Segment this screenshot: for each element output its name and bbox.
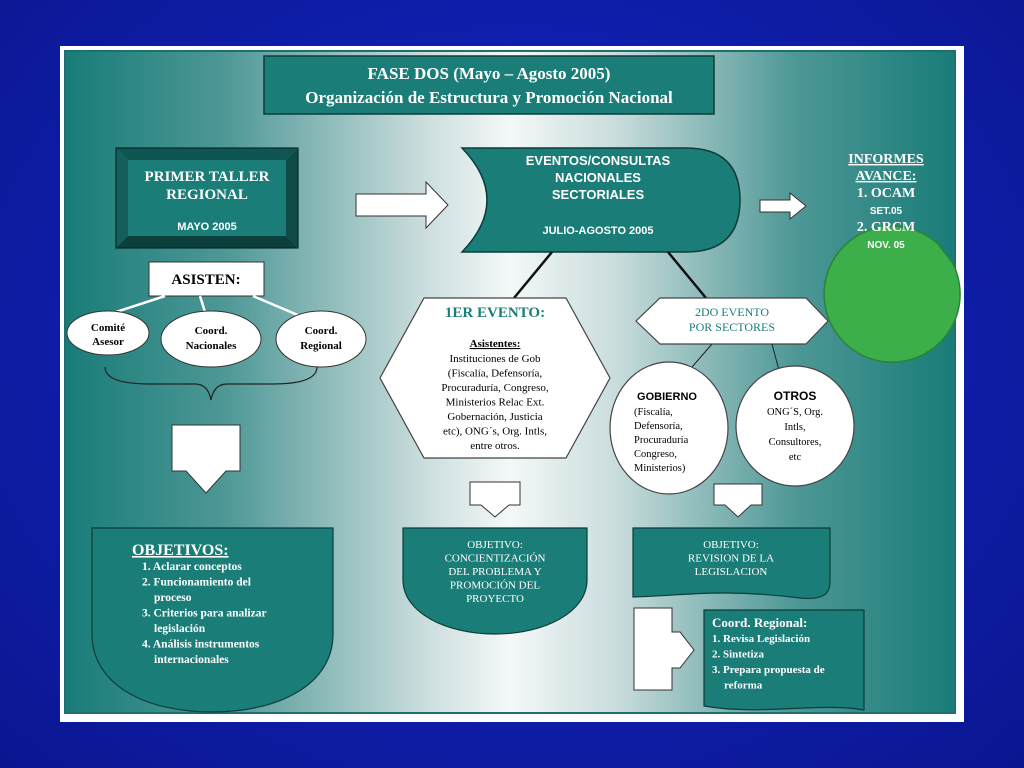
otros-circle: OTROS ONG´S, Org. Intls, Consultores, etc — [735, 365, 855, 487]
objetivo2-line: OBJETIVO: — [703, 539, 759, 551]
coord-list: 1. Revisa Legislación 2. Sintetiza 3. Prep… — [712, 633, 825, 692]
evento1-line: Ministerios Relac Ext. — [446, 397, 545, 409]
gobierno-circle: GOBIERNO (Fiscalía, Defensoría, Procuradur… — [609, 361, 729, 495]
taller-line-1: PRIMER TALLER — [145, 169, 270, 185]
arrow-down-icon — [469, 481, 521, 518]
informes-item-2: 2. GRCM — [857, 220, 915, 235]
informes-callout: INFORMES AVANCE: 1. OCAM SET.05 2. GRCM … — [823, 152, 961, 363]
coord-item: 1. Revisa Legislación — [712, 633, 810, 645]
informes-item-1: 1. OCAM — [857, 186, 915, 201]
eventos-box: EVENTOS/CONSULTAS NACIONALES SECTORIALES… — [460, 147, 741, 253]
informes-line-1: INFORMES — [848, 152, 924, 167]
coord-item: 3. Prepara propuesta de — [712, 664, 825, 676]
bent-arrow-icon — [633, 607, 695, 691]
otros-title: OTROS — [774, 389, 817, 403]
evento1-hexagon: 1ER EVENTO: Asistentes: Instituciones de… — [379, 297, 611, 459]
coord-title: Coord. Regional: — [712, 615, 807, 630]
arrow-right-small-icon — [759, 191, 807, 221]
objetivos-item: 4. Análisis instrumentos — [142, 639, 260, 651]
arrow-right-icon — [355, 180, 449, 230]
brace-icon — [104, 366, 318, 401]
title-box: FASE DOS (Mayo – Agosto 2005) Organizaci… — [263, 55, 715, 115]
objetivo1-line: DEL PROBLEMA Y — [448, 566, 541, 578]
asisten-regional-1: Coord. — [305, 325, 338, 337]
otros-list: ONG´S, Org. Intls, Consultores, etc — [767, 407, 823, 463]
evento1-line: Gobernación, Justicia — [447, 411, 542, 423]
objetivo2-line: REVISION DE LA — [688, 553, 774, 565]
evento1-line: entre otros. — [470, 440, 520, 452]
gobierno-line: Ministerios) — [634, 463, 686, 474]
asisten-comite-1: Comité — [91, 322, 125, 334]
evento1-line: (Fiscalía, Defensoría, — [448, 368, 543, 380]
otros-line: Consultores, — [769, 437, 822, 448]
connector-line — [513, 251, 553, 299]
informes-item-2-date: NOV. 05 — [867, 240, 905, 251]
coord-regional-box: Coord. Regional: 1. Revisa Legislación 2.… — [703, 609, 865, 711]
objetivo1-line: OBJETIVO: — [467, 539, 523, 551]
evento1-line: Procuraduría, Congreso, — [441, 382, 548, 394]
eventos-line-2: NACIONALES — [555, 170, 641, 185]
title-line-1: FASE DOS (Mayo – Agosto 2005) — [368, 64, 611, 83]
asisten-group: ASISTEN: Comité Asesor Coord. Nacionales… — [66, 261, 367, 401]
evento1-title: 1ER EVENTO: — [445, 305, 545, 321]
otros-line: ONG´S, Org. — [767, 407, 823, 418]
eventos-date: JULIO-AGOSTO 2005 — [542, 225, 653, 237]
evento2-line-1: 2DO EVENTO — [695, 305, 769, 319]
eventos-line-3: SECTORIALES — [552, 187, 645, 202]
arrow-down-icon — [171, 424, 241, 494]
objetivos-box: OBJETIVOS: 1. Aclarar conceptos 2. Funcio… — [91, 527, 334, 713]
gobierno-list: (Fiscalía, Defensoría, ProcuraduríaCongres… — [634, 407, 689, 474]
objetivo1-line: CONCIENTIZACIÓN — [445, 553, 546, 565]
evento2-box: 2DO EVENTO POR SECTORES — [635, 297, 829, 375]
evento1-line: Instituciones de Gob — [449, 353, 541, 365]
title-line-2: Organización de Estructura y Promoción N… — [305, 88, 673, 107]
taller-date: MAYO 2005 — [177, 221, 237, 233]
objetivos-item: 3. Criterios para analizar — [142, 608, 267, 620]
otros-line: Intls, — [784, 422, 805, 433]
coord-item: 2. Sintetiza — [712, 649, 764, 661]
asisten-label: ASISTEN: — [171, 272, 240, 288]
objetivos-item: internacionales — [154, 654, 229, 666]
taller-line-2: REGIONAL — [166, 187, 248, 203]
asisten-nacionales-2: Nacionales — [186, 340, 237, 352]
gobierno-title: GOBIERNO — [637, 391, 697, 403]
gobierno-line: Congreso, — [634, 449, 677, 460]
objetivos-item: proceso — [154, 592, 192, 604]
objetivos-title: OBJETIVOS: — [132, 542, 229, 559]
connector-line — [667, 251, 707, 299]
objetivos-item: 2. Funcionamiento del — [142, 577, 251, 589]
objetivos-item: 1. Aclarar conceptos — [142, 561, 242, 573]
coord-item: reforma — [724, 680, 763, 692]
asisten-comite-2: Asesor — [92, 336, 124, 348]
evento1-heading: Asistentes: — [470, 338, 521, 350]
objetivo1-line: PROMOCIÓN DEL — [450, 580, 540, 592]
eventos-line-1: EVENTOS/CONSULTAS — [526, 153, 671, 168]
primer-taller-box: PRIMER TALLER REGIONAL MAYO 2005 — [115, 147, 299, 249]
objetivo1-line: PROYECTO — [466, 593, 524, 605]
otros-line: etc — [789, 452, 802, 463]
gobierno-line: (Fiscalía, — [634, 407, 673, 418]
gobierno-line: Procuraduría — [634, 435, 689, 446]
gobierno-line: Defensoría, — [634, 421, 683, 432]
evento1-attendees: Instituciones de Gob (Fiscalía, Defensorí… — [441, 353, 548, 452]
objetivo2-line: LEGISLACION — [695, 566, 768, 578]
objetivos-list: 1. Aclarar conceptos 2. Funcionamiento de… — [142, 561, 267, 666]
evento1-line: etc), ONG´s, Org. Intls, — [443, 426, 547, 438]
objetivos-item: legislación — [154, 623, 206, 635]
asisten-nacionales-1: Coord. — [195, 325, 228, 337]
asisten-regional-2: Regional — [300, 340, 342, 352]
informes-line-2: AVANCE: — [856, 169, 917, 184]
informes-item-1-date: SET.05 — [870, 206, 903, 217]
arrow-down-icon — [713, 483, 763, 518]
evento2-line-2: POR SECTORES — [689, 320, 775, 334]
